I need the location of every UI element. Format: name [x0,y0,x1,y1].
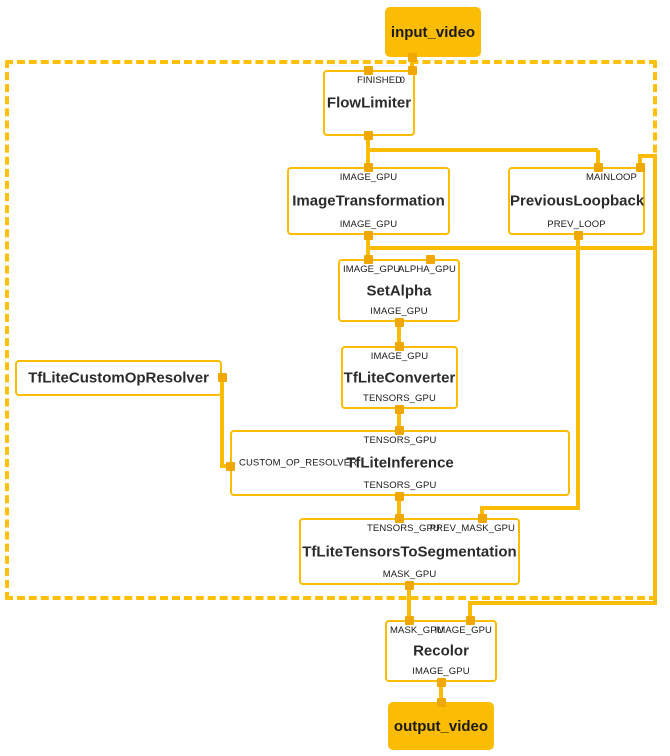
port-tflite-inference-out[interactable]: TENSORS_GPU [363,480,437,491]
portdot-image-transformation-out[interactable] [364,231,373,240]
portdot-tflite-custom-op-resolver-out[interactable] [218,373,227,382]
node-previous-loopback-label: PreviousLoopback [510,192,645,210]
port-tts-in-prev-mask[interactable]: PREV_MASK_GPU [429,523,515,534]
terminal-output-video-label: output_video [393,717,489,735]
terminal-output-video[interactable]: output_video [388,702,494,750]
port-previous-loopback-in-loop[interactable]: LOOP [610,172,637,183]
portdot-image-transformation-in[interactable] [364,163,373,172]
terminal-input-video-label: input_video [390,23,476,41]
node-set-alpha[interactable]: IMAGE_GPU ALPHA_GPU SetAlpha IMAGE_GPU [338,259,460,322]
portdot-recolor-in-image[interactable] [466,616,475,625]
portdot-tflite-converter-out[interactable] [395,405,404,414]
port-image-transformation-out[interactable]: IMAGE_GPU [339,219,398,230]
port-set-alpha-out[interactable]: IMAGE_GPU [370,306,428,317]
node-flow-limiter-label: FlowLimiter [326,94,412,112]
node-tflite-custom-op-resolver-label: TfLiteCustomOpResolver [28,369,209,387]
portdot-set-alpha-out[interactable] [395,318,404,327]
portdot-input-video-out[interactable] [408,53,417,62]
portdot-recolor-out[interactable] [437,678,446,687]
portdot-tflite-inference-in-top[interactable] [395,426,404,435]
port-tflite-converter-out[interactable]: TENSORS_GPU [363,393,436,404]
portdot-tflite-inference-in-side[interactable] [226,462,235,471]
node-recolor[interactable]: MASK_GPU IMAGE_GPU Recolor IMAGE_GPU [385,620,497,682]
portdot-set-alpha-in-image[interactable] [364,255,373,264]
portdot-tts-in-prev-mask[interactable] [478,514,487,523]
port-tflite-converter-in[interactable]: IMAGE_GPU [370,351,429,362]
node-image-transformation[interactable]: IMAGE_GPU ImageTransformation IMAGE_GPU [287,167,450,235]
node-previous-loopback[interactable]: MAIN LOOP PreviousLoopback PREV_LOOP [508,167,645,235]
node-tflite-converter-label: TfLiteConverter [343,369,456,386]
port-tts-out[interactable]: MASK_GPU [382,569,437,580]
portdot-tflite-inference-out[interactable] [395,492,404,501]
portdot-previous-loopback-loop[interactable] [636,163,645,172]
portdot-set-alpha-in-alpha[interactable] [426,255,435,264]
terminal-input-video[interactable]: input_video [385,7,481,57]
node-tflite-converter[interactable]: IMAGE_GPU TfLiteConverter TENSORS_GPU [341,346,458,409]
port-flow-limiter-in-zero[interactable]: 0 [399,75,405,86]
node-tflite-inference-label: TfLiteInference [346,454,454,472]
port-tflite-inference-in-top[interactable]: TENSORS_GPU [363,435,437,446]
port-previous-loopback-out[interactable]: PREV_LOOP [547,219,606,230]
port-flow-limiter-in-finished[interactable]: FINISHED [357,75,403,86]
portdot-recolor-in-mask[interactable] [405,616,414,625]
portdot-flow-limiter-out[interactable] [364,131,373,140]
port-tflite-inference-in-side[interactable]: CUSTOM_OP_RESOLVER [239,457,358,469]
node-image-transformation-label: ImageTransformation [292,192,445,210]
node-flow-limiter[interactable]: FINISHED 0 FlowLimiter [323,70,415,136]
portdot-tts-in-tensors[interactable] [395,514,404,523]
port-previous-loopback-in-main[interactable]: MAIN [586,172,611,183]
node-tflite-tensors-to-segmentation[interactable]: TENSORS_GPU PREV_MASK_GPU TfLiteTensorsT… [299,518,520,585]
port-image-transformation-in[interactable]: IMAGE_GPU [339,172,398,183]
port-set-alpha-in-alpha[interactable]: ALPHA_GPU [398,264,456,275]
portdot-tts-out[interactable] [405,581,414,590]
portdot-output-video-in[interactable] [437,698,446,707]
node-tflite-custom-op-resolver[interactable]: TfLiteCustomOpResolver [15,360,222,396]
port-recolor-in-mask[interactable]: MASK_GPU [390,625,444,636]
node-tflite-inference[interactable]: TENSORS_GPU CUSTOM_OP_RESOLVER TfLiteInf… [230,430,570,496]
portdot-tflite-converter-in[interactable] [395,342,404,351]
port-recolor-out[interactable]: IMAGE_GPU [412,666,470,677]
port-recolor-in-image[interactable]: IMAGE_GPU [434,625,492,636]
portdot-previous-loopback-main[interactable] [594,163,603,172]
portdot-flow-limiter-zero[interactable] [408,66,417,75]
portdot-flow-limiter-finished[interactable] [364,66,373,75]
port-set-alpha-in-image[interactable]: IMAGE_GPU [343,264,401,275]
portdot-previous-loopback-out[interactable] [574,231,583,240]
node-set-alpha-label: SetAlpha [366,282,432,299]
port-tts-in-tensors[interactable]: TENSORS_GPU [367,523,440,534]
node-recolor-label: Recolor [413,642,469,660]
node-tflite-tensors-to-segmentation-label: TfLiteTensorsToSegmentation [302,543,517,560]
